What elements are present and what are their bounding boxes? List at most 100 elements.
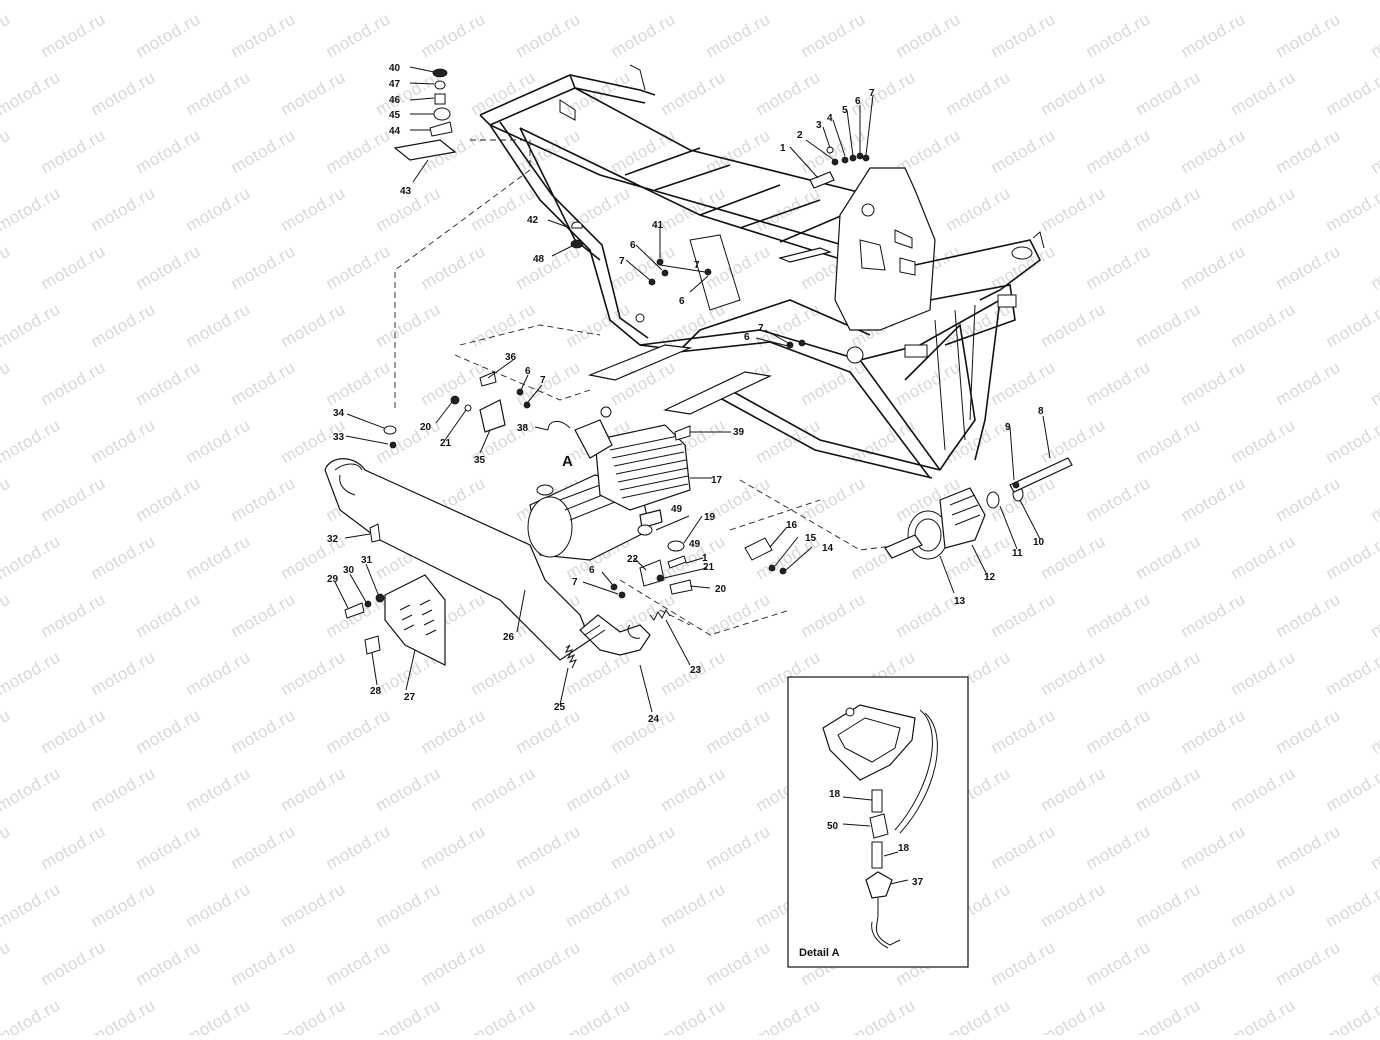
watermark-text: motod.ru [0, 531, 64, 583]
watermark-text: motod.ru [1038, 995, 1109, 1035]
watermark-text: motod.ru [658, 0, 729, 3]
bracket-35 [480, 400, 505, 432]
watermark-text: motod.ru [418, 821, 489, 873]
watermark-text: motod.ru [38, 473, 109, 525]
watermark-text: motod.ru [1323, 299, 1380, 351]
watermark-text: motod.ru [88, 647, 159, 699]
watermark-text: motod.ru [1323, 67, 1380, 119]
watermark-text: motod.ru [133, 705, 204, 757]
callout-3: 3 [816, 120, 822, 131]
watermark-text: motod.ru [848, 67, 919, 119]
watermark-text: motod.ru [658, 763, 729, 815]
watermark-text: motod.ru [1368, 9, 1380, 61]
watermark-text: motod.ru [703, 705, 774, 757]
watermark-text: motod.ru [513, 705, 584, 757]
watermark-text: motod.ru [323, 937, 394, 989]
callout-36: 36 [505, 352, 517, 363]
watermark-text: motod.ru [1228, 879, 1299, 931]
watermark-text: motod.ru [1133, 183, 1204, 235]
watermark-text: motod.ru [1083, 473, 1154, 525]
watermark-text: motod.ru [988, 705, 1059, 757]
watermark-text: motod.ru [988, 9, 1059, 61]
watermark-text: motod.ru [1133, 67, 1204, 119]
part-7 [863, 155, 869, 161]
watermark-text: motod.ru [1038, 531, 1109, 583]
watermark-text: motod.ru [183, 647, 254, 699]
watermark-text: motod.ru [943, 183, 1014, 235]
watermark-text: motod.ru [0, 125, 14, 177]
watermark-text: motod.ru [0, 937, 14, 989]
watermark-text: motod.ru [1178, 473, 1249, 525]
watermark-text: motod.ru [513, 937, 584, 989]
watermark-text: motod.ru [228, 357, 299, 409]
callout-10: 10 [1033, 537, 1045, 548]
callout-9: 9 [1005, 422, 1011, 433]
watermark-text: motod.ru [228, 241, 299, 293]
part-4 [842, 157, 848, 163]
watermark-text: motod.ru [893, 9, 964, 61]
callout-49a: 49 [671, 504, 683, 515]
watermark-text: motod.ru [133, 937, 204, 989]
washer-11 [987, 492, 999, 508]
watermark-text: motod.ru [943, 995, 1014, 1035]
watermark-text: motod.ru [38, 821, 109, 873]
watermark-text: motod.ru [1178, 125, 1249, 177]
callout-32: 32 [327, 534, 339, 545]
watermark-text: motod.ru [988, 821, 1059, 873]
watermark-text: motod.ru [183, 879, 254, 931]
watermark-text: motod.ru [1368, 821, 1380, 873]
part-7c [705, 269, 711, 275]
washer-15 [769, 565, 775, 571]
callout-16: 16 [786, 520, 798, 531]
watermark-text: motod.ru [1178, 705, 1249, 757]
nut-7e [524, 402, 530, 408]
watermark-text: motod.ru [88, 299, 159, 351]
watermark-text: motod.ru [88, 879, 159, 931]
watermark-text: motod.ru [608, 821, 679, 873]
watermark-text: motod.ru [943, 0, 1014, 3]
callout-28: 28 [370, 686, 382, 697]
watermark-text: motod.ru [1133, 879, 1204, 931]
watermark-text: motod.ru [228, 937, 299, 989]
watermark-text: motod.ru [1368, 125, 1380, 177]
watermark-text: motod.ru [0, 647, 64, 699]
detail-bowl-screw [846, 708, 854, 716]
frame-rear-bracket [998, 295, 1016, 307]
callout-22: 22 [627, 554, 639, 565]
callout-17: 17 [711, 475, 723, 486]
washer-6e [517, 389, 523, 395]
watermark-text: motod.ru [988, 937, 1059, 989]
callout-29: 29 [327, 574, 339, 585]
watermark-text: motod.ru [513, 357, 584, 409]
callout-7b: 7 [619, 256, 625, 267]
callout-6e: 6 [525, 366, 531, 377]
nut-7f [619, 592, 625, 598]
watermark-text: motod.ru [513, 241, 584, 293]
watermark-text: motod.ru [418, 705, 489, 757]
watermark-text: motod.ru [893, 589, 964, 641]
watermark-text: motod.ru [373, 67, 444, 119]
watermark-text: motod.ru [1133, 763, 1204, 815]
watermark-text: motod.ru [1178, 821, 1249, 873]
callout-38: 38 [517, 423, 529, 434]
watermark-text: motod.ru [133, 357, 204, 409]
callout-39: 39 [733, 427, 745, 438]
watermark-text: motod.ru [228, 821, 299, 873]
watermark-text: motod.ru [228, 473, 299, 525]
detail-hose-18-lower [872, 842, 882, 868]
watermark-text: motod.ru [703, 589, 774, 641]
view-a-marker: A [562, 453, 573, 470]
grommet-45 [434, 108, 450, 120]
callout-37: 37 [912, 877, 924, 888]
washer-21b [657, 575, 663, 581]
callout-21b: 21 [703, 562, 715, 573]
watermark-text: motod.ru [1133, 415, 1204, 467]
callout-14: 14 [822, 543, 834, 554]
watermark-text: motod.ru [608, 937, 679, 989]
watermark-text: motod.ru [0, 357, 14, 409]
watermark-text: motod.ru [1083, 589, 1154, 641]
callout-6a: 6 [855, 96, 861, 107]
frame-rear-plate [835, 168, 935, 330]
